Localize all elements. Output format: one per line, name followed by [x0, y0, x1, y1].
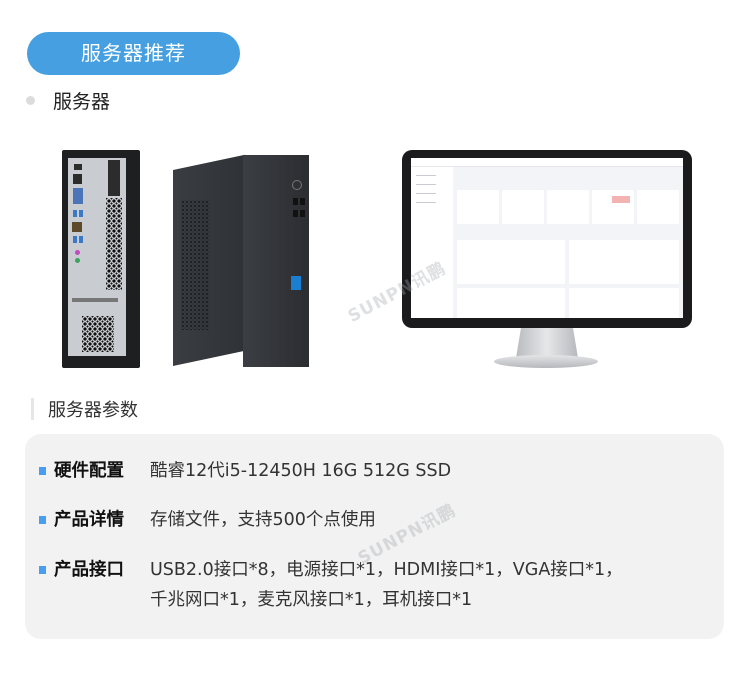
spec-row-interfaces: 产品接口 USB2.0接口*8，电源接口*1，HDMI接口*1，VGA接口*1，…: [39, 558, 623, 615]
spec-value: 酷睿12代i5-12450H 16G 512G SSD: [150, 461, 452, 481]
bullet-square-icon: [39, 467, 46, 475]
server-front-image: [173, 150, 309, 368]
usb-port-icon: [300, 198, 305, 205]
usb-port-icon: [73, 210, 77, 217]
audio-jack-icon: [75, 258, 80, 263]
monitor-stand: [516, 328, 578, 358]
power-button-icon: [292, 180, 302, 190]
spec-panel: 硬件配置 酷睿12代i5-12450H 16G 512G SSD 产品详情 存储…: [25, 434, 724, 639]
vent-grille: [106, 198, 122, 290]
power-port-icon: [74, 164, 82, 170]
usb-port-icon: [300, 210, 305, 217]
usb-port-icon: [293, 198, 298, 205]
bullet-dot-icon: [26, 95, 35, 105]
spec-key: 硬件配置: [54, 461, 124, 481]
spec-key: 产品接口: [54, 560, 124, 580]
usb-port-icon: [79, 236, 83, 243]
monitor-base: [494, 355, 598, 368]
spec-value: USB2.0接口*8，电源接口*1，HDMI接口*1，VGA接口*1， 千兆网口…: [150, 560, 623, 610]
server-rear-image: [62, 150, 140, 368]
category-heading: 服务器: [26, 88, 111, 113]
page-title: 服务器推荐: [27, 32, 240, 75]
spec-key: 产品详情: [54, 510, 124, 530]
fan-grille: [82, 316, 114, 352]
vga-port-icon: [73, 188, 83, 204]
spec-value: 存储文件，支持500个点使用: [150, 510, 376, 530]
dashboard-screenshot: [411, 158, 683, 318]
intel-badge-icon: [291, 276, 301, 290]
mic-jack-icon: [75, 250, 80, 255]
params-heading: 服务器参数: [31, 397, 138, 421]
heading-bar: [31, 398, 34, 420]
bullet-square-icon: [39, 516, 46, 524]
category-label: 服务器: [53, 90, 111, 113]
usb-port-icon: [73, 236, 77, 243]
usb-port-icon: [293, 210, 298, 217]
spec-row-hardware: 硬件配置 酷睿12代i5-12450H 16G 512G SSD: [39, 459, 451, 486]
monitor-image: [402, 150, 692, 328]
ethernet-port-icon: [72, 222, 82, 232]
bullet-square-icon: [39, 566, 46, 574]
usb-port-icon: [79, 210, 83, 217]
hdmi-port-icon: [73, 174, 82, 184]
side-vent: [181, 200, 209, 330]
spec-row-details: 产品详情 存储文件，支持500个点使用: [39, 508, 376, 535]
